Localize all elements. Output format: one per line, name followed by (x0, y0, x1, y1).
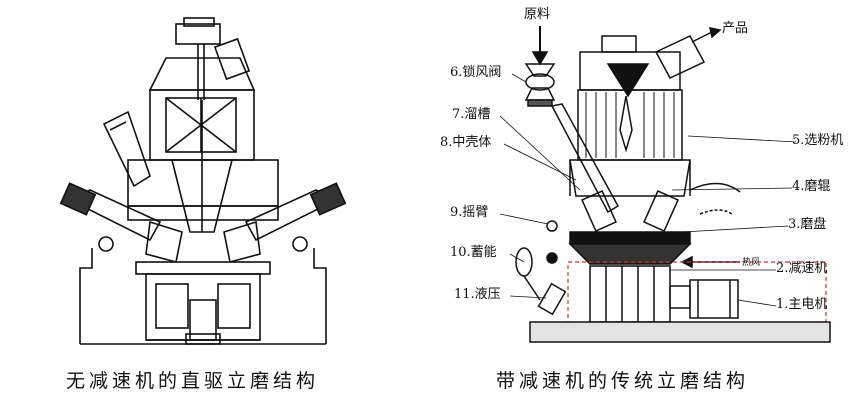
roller-left (581, 190, 617, 232)
label-middle-shell: 8.中壳体 (440, 135, 492, 150)
label-product: 产品 (722, 21, 749, 36)
hydraulic-cylinder (537, 282, 567, 316)
rocker-arm-pivot (546, 220, 558, 232)
classifier (577, 89, 683, 161)
direct-drive-mill-panel: 无减速机的直驱立磨结构 (0, 0, 420, 403)
right-roller-arm (223, 182, 347, 263)
label-hydraulic: 11.液压 (454, 287, 501, 302)
central-cone (170, 159, 234, 233)
label-airlock-valve: 6.锁风阀 (450, 65, 502, 80)
grinding-table (135, 261, 271, 275)
right-caption: 带减速机的传统立磨结构 (496, 370, 750, 392)
roller-right (643, 190, 679, 232)
direct-drive-mill-drawing (59, 17, 347, 345)
mill-shell (127, 159, 279, 207)
label-roller: 4.磨辊 (792, 179, 831, 194)
airlock-valve (524, 63, 556, 107)
separator-drive (601, 35, 637, 53)
label-rocker-arm: 9.摇臂 (450, 205, 489, 220)
label-main-motor: 1.主电机 (776, 297, 828, 312)
traditional-mill-drawing (499, 26, 831, 343)
grinding-table-right (569, 231, 691, 245)
reducer (589, 265, 671, 323)
label-grinding-table: 3.磨盘 (788, 217, 827, 232)
main-motor (689, 279, 739, 319)
foundation (529, 321, 831, 343)
traditional-mill-panel: 原料 产品 6.锁风阀 7.溜槽 8.中壳体 5.选粉机 4.磨辊 9.摇臂 3… (420, 0, 855, 403)
label-hot-wind: 热风 (742, 258, 761, 268)
middle-shell (569, 159, 691, 197)
left-roller-arm (59, 182, 183, 263)
feed-chute-right (550, 103, 620, 214)
product-outlet (654, 35, 706, 79)
separator-cone (606, 63, 650, 98)
feed-chute (102, 110, 151, 188)
label-raw-material: 原料 (524, 7, 551, 22)
left-caption: 无减速机的直驱立磨结构 (66, 370, 320, 392)
label-reducer: 2.减速机 (776, 261, 828, 276)
top-drive-unit (175, 23, 221, 45)
label-accumulator: 10.蓄能 (450, 245, 497, 260)
label-chute: 7.溜槽 (452, 107, 491, 122)
label-separator: 5.选粉机 (792, 133, 844, 148)
